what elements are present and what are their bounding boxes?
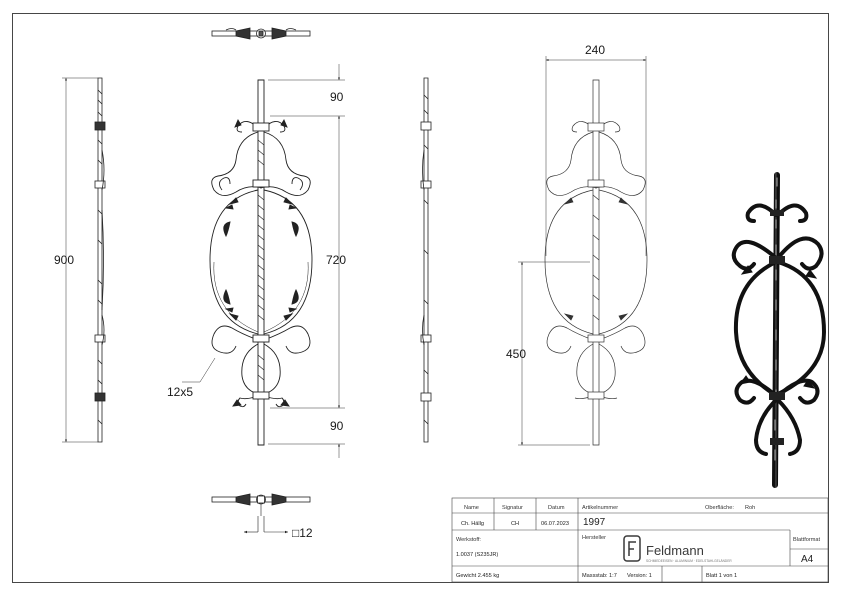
scroll-section-label: 12x5 bbox=[167, 385, 193, 399]
tb-version: Version: 1 bbox=[627, 573, 652, 579]
front-view-main bbox=[209, 79, 313, 446]
square-section-label: □12 bbox=[292, 526, 313, 540]
tb-format-value: A4 bbox=[801, 554, 814, 565]
front-a-dimension-lines bbox=[182, 64, 345, 458]
bottom-plan-view bbox=[211, 493, 311, 534]
dim-450-label: 450 bbox=[506, 347, 526, 361]
dim-720-label: 720 bbox=[326, 253, 346, 267]
tb-manufacturer-label: Hersteller bbox=[582, 535, 606, 541]
tb-signature-value: CH bbox=[511, 521, 519, 527]
side-view-right bbox=[420, 77, 432, 443]
twist-pattern bbox=[257, 139, 265, 381]
tb-format-label: Blattformat bbox=[793, 537, 820, 543]
tb-material-value: 1.0037 (S235JR) bbox=[456, 552, 498, 558]
tb-scale: Massstab: 1:7 bbox=[582, 573, 617, 579]
tb-weight: Gewicht 2.455 kg bbox=[456, 573, 499, 579]
side-view-left bbox=[94, 77, 106, 443]
tb-brand-tagline: SCHMIEDEEISEN · ALUMINIUM · EDELSTAHLGEL… bbox=[646, 559, 732, 563]
dim-900-label: 900 bbox=[54, 253, 74, 267]
tb-head-name: Name bbox=[464, 505, 479, 511]
dim-240-label: 240 bbox=[585, 43, 605, 57]
sheet-border bbox=[12, 13, 829, 583]
front-view-secondary bbox=[544, 79, 648, 446]
tb-head-signature: Signatur bbox=[502, 505, 523, 511]
dim-900-line bbox=[62, 77, 98, 443]
top-plan-view bbox=[211, 27, 311, 40]
tb-head-article: Artikelnummer bbox=[582, 505, 618, 511]
dim-top-offset-label: 90 bbox=[330, 90, 344, 104]
tb-sheet: Blatt 1 von 1 bbox=[706, 573, 737, 579]
front-b-dimension-lines bbox=[518, 56, 647, 446]
dim-bottom-offset-label: 90 bbox=[330, 419, 344, 433]
tb-material-label: Werkstoff: bbox=[456, 537, 481, 543]
tb-name-value: Ch. Hällg bbox=[461, 521, 484, 527]
tb-surface-value: Roh bbox=[745, 505, 755, 511]
feldmann-logo-icon bbox=[623, 535, 641, 562]
isometric-render bbox=[731, 172, 827, 488]
tb-article-value: 1997 bbox=[583, 517, 606, 528]
tb-brand-name: Feldmann bbox=[646, 543, 704, 558]
tb-date-value: 06.07.2023 bbox=[541, 521, 569, 527]
tb-head-surface: Oberfläche: bbox=[705, 505, 734, 511]
title-block bbox=[451, 497, 829, 583]
tb-head-date: Datum bbox=[548, 505, 565, 511]
